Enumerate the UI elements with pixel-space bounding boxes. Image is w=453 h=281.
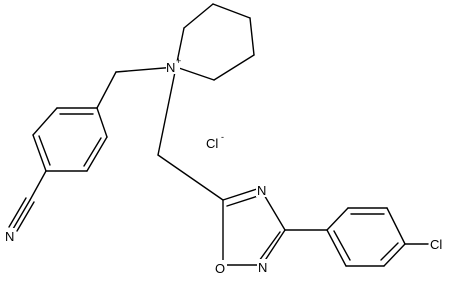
atom-label: Cl bbox=[206, 136, 218, 151]
bond bbox=[386, 207, 406, 245]
bond bbox=[326, 229, 347, 267]
bond bbox=[222, 187, 261, 201]
oxadiazole-ring bbox=[222, 187, 286, 266]
bond bbox=[96, 107, 108, 138]
bond bbox=[383, 243, 406, 267]
bond bbox=[226, 195, 259, 207]
atom-nitrile-n: N bbox=[4, 228, 16, 244]
bond bbox=[29, 170, 47, 201]
atom-label: O bbox=[215, 261, 225, 276]
bond bbox=[83, 137, 102, 167]
atom-n-plus: N + bbox=[166, 56, 181, 75]
bond bbox=[96, 71, 117, 109]
atom-aryl-cl: Cl bbox=[430, 237, 442, 252]
piperidinium-ring bbox=[175, 3, 255, 81]
bond bbox=[213, 54, 255, 81]
atom-label: N bbox=[5, 229, 14, 244]
bond bbox=[157, 66, 177, 156]
bond bbox=[32, 134, 47, 172]
bond bbox=[16, 201, 35, 232]
atom-label: N bbox=[257, 183, 266, 198]
bond bbox=[8, 197, 27, 228]
bond bbox=[212, 3, 251, 19]
bond bbox=[86, 136, 108, 172]
atom-oxadiazole-n-bottom: N bbox=[257, 259, 269, 275]
bond bbox=[183, 3, 214, 29]
charge-label: - bbox=[221, 132, 224, 142]
atom-label: N bbox=[258, 260, 267, 275]
atom-oxadiazole-o: O bbox=[214, 260, 227, 276]
atom-label: Cl bbox=[430, 237, 442, 252]
atom-chloride-ion: Cl - bbox=[206, 132, 224, 151]
chlorophenyl-ring bbox=[326, 207, 406, 267]
atom-label: N bbox=[166, 60, 175, 75]
bond bbox=[38, 135, 51, 166]
bond bbox=[333, 230, 351, 261]
bond bbox=[249, 17, 255, 56]
bond bbox=[12, 199, 31, 230]
bond bbox=[258, 231, 281, 262]
bond bbox=[175, 66, 215, 81]
bond bbox=[380, 242, 399, 261]
cyanophenyl-ring bbox=[32, 107, 108, 172]
charge-label: + bbox=[176, 56, 181, 66]
atom-oxadiazole-n-top: N bbox=[256, 182, 268, 198]
bond bbox=[157, 154, 224, 201]
bond bbox=[326, 207, 349, 231]
bond bbox=[32, 107, 58, 136]
